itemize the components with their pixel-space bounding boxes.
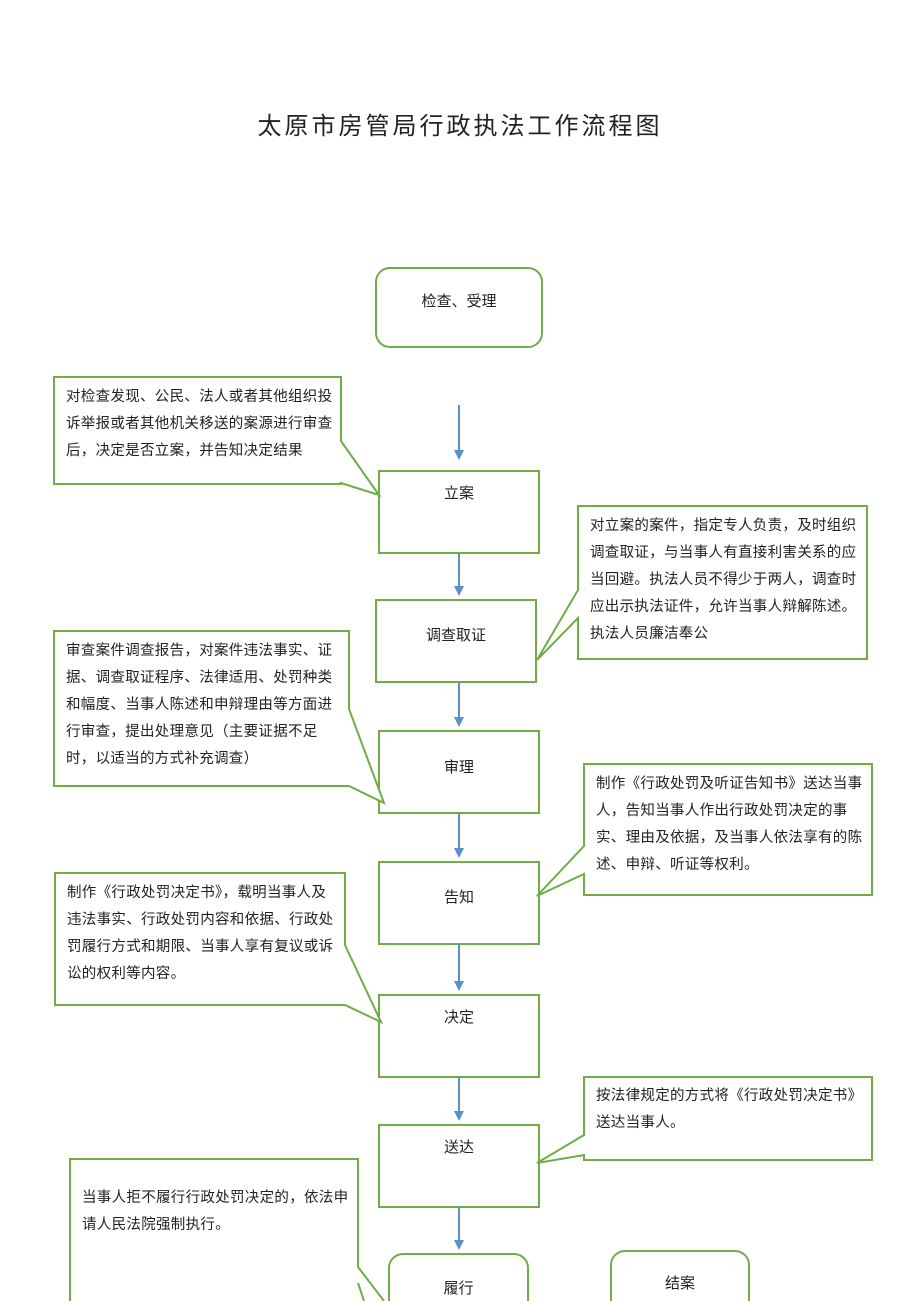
step-label-delivery: 送达	[443, 1138, 474, 1156]
callout-decision	[54, 872, 384, 1025]
step-box-accept	[375, 267, 543, 348]
note-filing: 对检查发现、公民、法人或者其他组织投诉举报或者其他机关移送的案源进行审查后，决定…	[66, 389, 333, 459]
callout-delivery	[536, 1076, 873, 1164]
note-decision: 制作《行政处罚决定书》，载明当事人及违法事实、行政处罚内容和依据、行政处罚履行方…	[67, 885, 334, 982]
step-label-notice: 告知	[443, 888, 474, 906]
page-title: 太原市房管局行政执法工作流程图	[257, 112, 663, 140]
callout-notice	[536, 763, 873, 897]
note-enforcement: 当事人拒不履行行政处罚决定的，依法申请人民法院强制执行。	[82, 1190, 349, 1233]
step-box-review	[378, 730, 540, 814]
note-notice: 制作《行政处罚及听证告知书》送达当事人，告知当事人作出行政处罚决定的事实、理由及…	[596, 776, 863, 873]
step-label-filing: 立案	[443, 484, 474, 502]
step-box-filing	[378, 470, 540, 554]
step-box-investigation	[375, 599, 537, 683]
step-label-investigation: 调查取证	[425, 626, 486, 644]
step-label-decision: 决定	[443, 1008, 474, 1026]
note-review: 审查案件调查报告，对案件违法事实、证据、调查取证程序、法律适用、处罚种类和幅度、…	[66, 643, 333, 767]
step-box-close	[610, 1250, 750, 1301]
callout-enforcement	[69, 1158, 385, 1301]
note-investigation: 对立案的案件，指定专人负责，及时组织调查取证，与当事人有直接利害关系的应当回避。…	[590, 518, 857, 642]
callout-filing	[53, 376, 382, 497]
step-label-accept: 检查、受理	[421, 292, 497, 310]
step-label-review: 审理	[443, 758, 474, 776]
step-box-performance	[388, 1253, 529, 1301]
step-label-close: 结案	[664, 1274, 695, 1292]
note-delivery: 按法律规定的方式将《行政处罚决定书》送达当事人。	[596, 1088, 863, 1131]
callout-investigation	[536, 505, 868, 661]
step-label-performance: 履行	[443, 1279, 474, 1297]
callout-review	[53, 630, 386, 805]
